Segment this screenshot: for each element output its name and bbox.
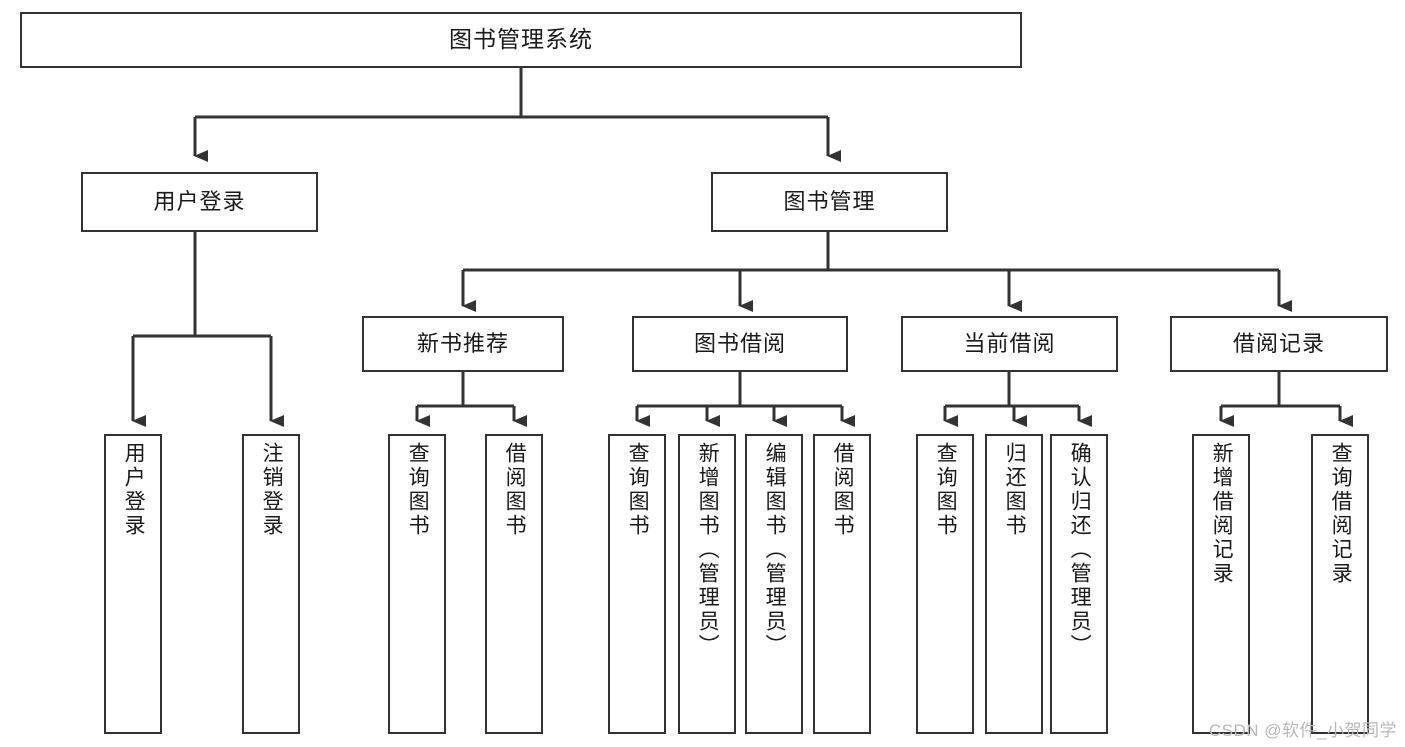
node-root[interactable]: 图书管理系统 (20, 12, 1022, 68)
node-book-manage[interactable]: 图书管理 (711, 172, 948, 232)
node-book-borrow-label: 图书借阅 (693, 330, 786, 356)
node-leaf-add-record[interactable]: 新增借阅记录 (1192, 434, 1250, 734)
node-leaf-borrow-book-2-label: 借阅图书 (831, 442, 855, 538)
node-current-borrow-label: 当前借阅 (963, 330, 1056, 356)
node-book-manage-label: 图书管理 (783, 188, 876, 214)
node-borrow-record-label: 借阅记录 (1232, 330, 1325, 356)
node-leaf-edit-book-label: 编辑图书（管理员） (763, 442, 787, 658)
node-leaf-confirm-return-label: 确认归还（管理员） (1068, 442, 1092, 658)
node-leaf-query-book-3-label: 查询图书 (934, 442, 958, 538)
node-user-login-label: 用户登录 (153, 188, 246, 214)
node-new-book-recommend[interactable]: 新书推荐 (362, 316, 564, 372)
node-leaf-query-book-1[interactable]: 查询图书 (388, 434, 446, 734)
node-leaf-add-record-label: 新增借阅记录 (1210, 442, 1234, 586)
node-leaf-return-book-label: 归还图书 (1003, 442, 1027, 538)
node-leaf-add-book[interactable]: 新增图书（管理员） (678, 434, 736, 734)
node-root-label: 图书管理系统 (449, 26, 593, 53)
node-leaf-user-logout-label: 注销登录 (260, 442, 284, 538)
node-leaf-user-login-label: 用户登录 (122, 442, 146, 538)
node-current-borrow[interactable]: 当前借阅 (901, 316, 1118, 372)
node-borrow-record[interactable]: 借阅记录 (1170, 316, 1388, 372)
node-leaf-confirm-return[interactable]: 确认归还（管理员） (1050, 434, 1108, 734)
watermark: CSDN @软件_小贺同学 (1208, 721, 1397, 740)
node-leaf-borrow-book-1-label: 借阅图书 (503, 442, 527, 538)
node-new-book-recommend-label: 新书推荐 (416, 330, 509, 356)
node-leaf-edit-book[interactable]: 编辑图书（管理员） (745, 434, 803, 734)
node-leaf-borrow-book-1[interactable]: 借阅图书 (485, 434, 543, 734)
node-leaf-return-book[interactable]: 归还图书 (985, 434, 1043, 734)
node-leaf-borrow-book-2[interactable]: 借阅图书 (813, 434, 871, 734)
node-leaf-query-book-2[interactable]: 查询图书 (608, 434, 666, 734)
node-leaf-query-record[interactable]: 查询借阅记录 (1311, 434, 1369, 734)
node-leaf-add-book-label: 新增图书（管理员） (696, 442, 720, 658)
node-leaf-query-book-2-label: 查询图书 (626, 442, 650, 538)
node-user-login[interactable]: 用户登录 (81, 172, 318, 232)
node-book-borrow[interactable]: 图书借阅 (632, 316, 848, 372)
node-leaf-query-book-1-label: 查询图书 (406, 442, 430, 538)
node-leaf-user-login[interactable]: 用户登录 (104, 434, 162, 734)
node-leaf-query-book-3[interactable]: 查询图书 (916, 434, 974, 734)
node-leaf-query-record-label: 查询借阅记录 (1329, 442, 1353, 586)
node-leaf-user-logout[interactable]: 注销登录 (242, 434, 300, 734)
